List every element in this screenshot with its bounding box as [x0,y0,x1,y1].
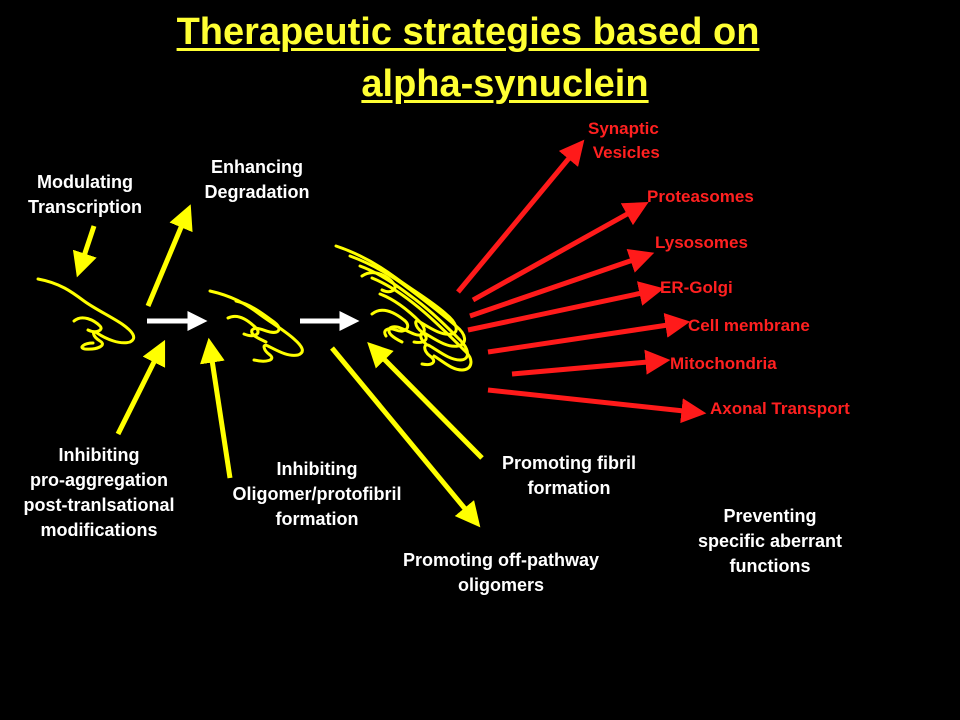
label-preventing-aberrant-text: Preventing specific aberrant functions [697,506,843,576]
label-preventing-aberrant: Preventing specific aberrant functions [676,504,864,579]
ptm-inhibition-arrow [115,339,166,436]
label-enhancing-degradation-text: Enhancing Degradation [204,157,310,202]
target-cell-membrane: Cell membrane [688,316,810,335]
label-promoting-fibril-text: Promoting fibril formation [502,453,636,498]
target-axonal-transport: Axonal Transport [710,399,850,418]
label-inhibiting-oligomer-text: Inhibiting Oligomer/protofibril formatio… [232,459,402,529]
slide-title-line-1: Therapeutic strategies based on [176,11,760,53]
slide-title-line-2: alpha-synuclein [361,63,649,105]
target-lysosomes: Lysosomes [655,233,748,252]
target-proteasomes: Proteasomes [647,187,754,206]
arrow-to-cell-membrane [487,313,691,355]
arrow-to-mitochondria [511,349,671,377]
oligomer-inhibition-arrow [200,337,233,479]
label-enhancing-degradation: Enhancing Degradation [182,155,332,205]
transcription-arrow [72,225,97,278]
label-promoting-fibril: Promoting fibril formation [478,451,660,501]
arrow-to-axonal-transport [487,387,707,424]
strategy-arrows [72,204,484,528]
label-modulating-transcription: Modulating Transcription [10,170,160,220]
oligomer-strand [208,289,304,363]
target-mitochondria: Mitochondria [670,354,777,373]
arrow-to-lysosomes [469,248,655,319]
label-inhibiting-oligomer: Inhibiting Oligomer/protofibril formatio… [212,457,422,532]
target-synaptic-vesicles: Synaptic Vesicles [588,117,660,165]
offpathway-arrow [330,346,481,528]
target-er-golgi: ER-Golgi [660,278,733,297]
fibril-promotion-arrow [367,342,484,460]
arrow-to-proteasomes [471,202,649,303]
target-arrows [456,139,707,424]
label-inhibiting-ptm: Inhibiting pro-aggregation post-tranlsat… [4,443,194,543]
arrow-to-synaptic-vesicles [456,139,585,294]
label-inhibiting-ptm-text: Inhibiting pro-aggregation post-tranlsat… [23,445,175,540]
fibril-strand [334,244,473,372]
arrow-to-er-golgi [467,281,665,333]
monomer-strand [36,277,136,351]
label-modulating-transcription-text: Modulating Transcription [27,172,143,217]
label-promoting-offpathway: Promoting off-pathway oligomers [378,548,624,598]
label-promoting-offpathway-text: Promoting off-pathway oligomers [403,550,599,595]
degradation-arrow [145,204,193,307]
target-synaptic-vesicles-text: Synaptic Vesicles [588,119,660,162]
